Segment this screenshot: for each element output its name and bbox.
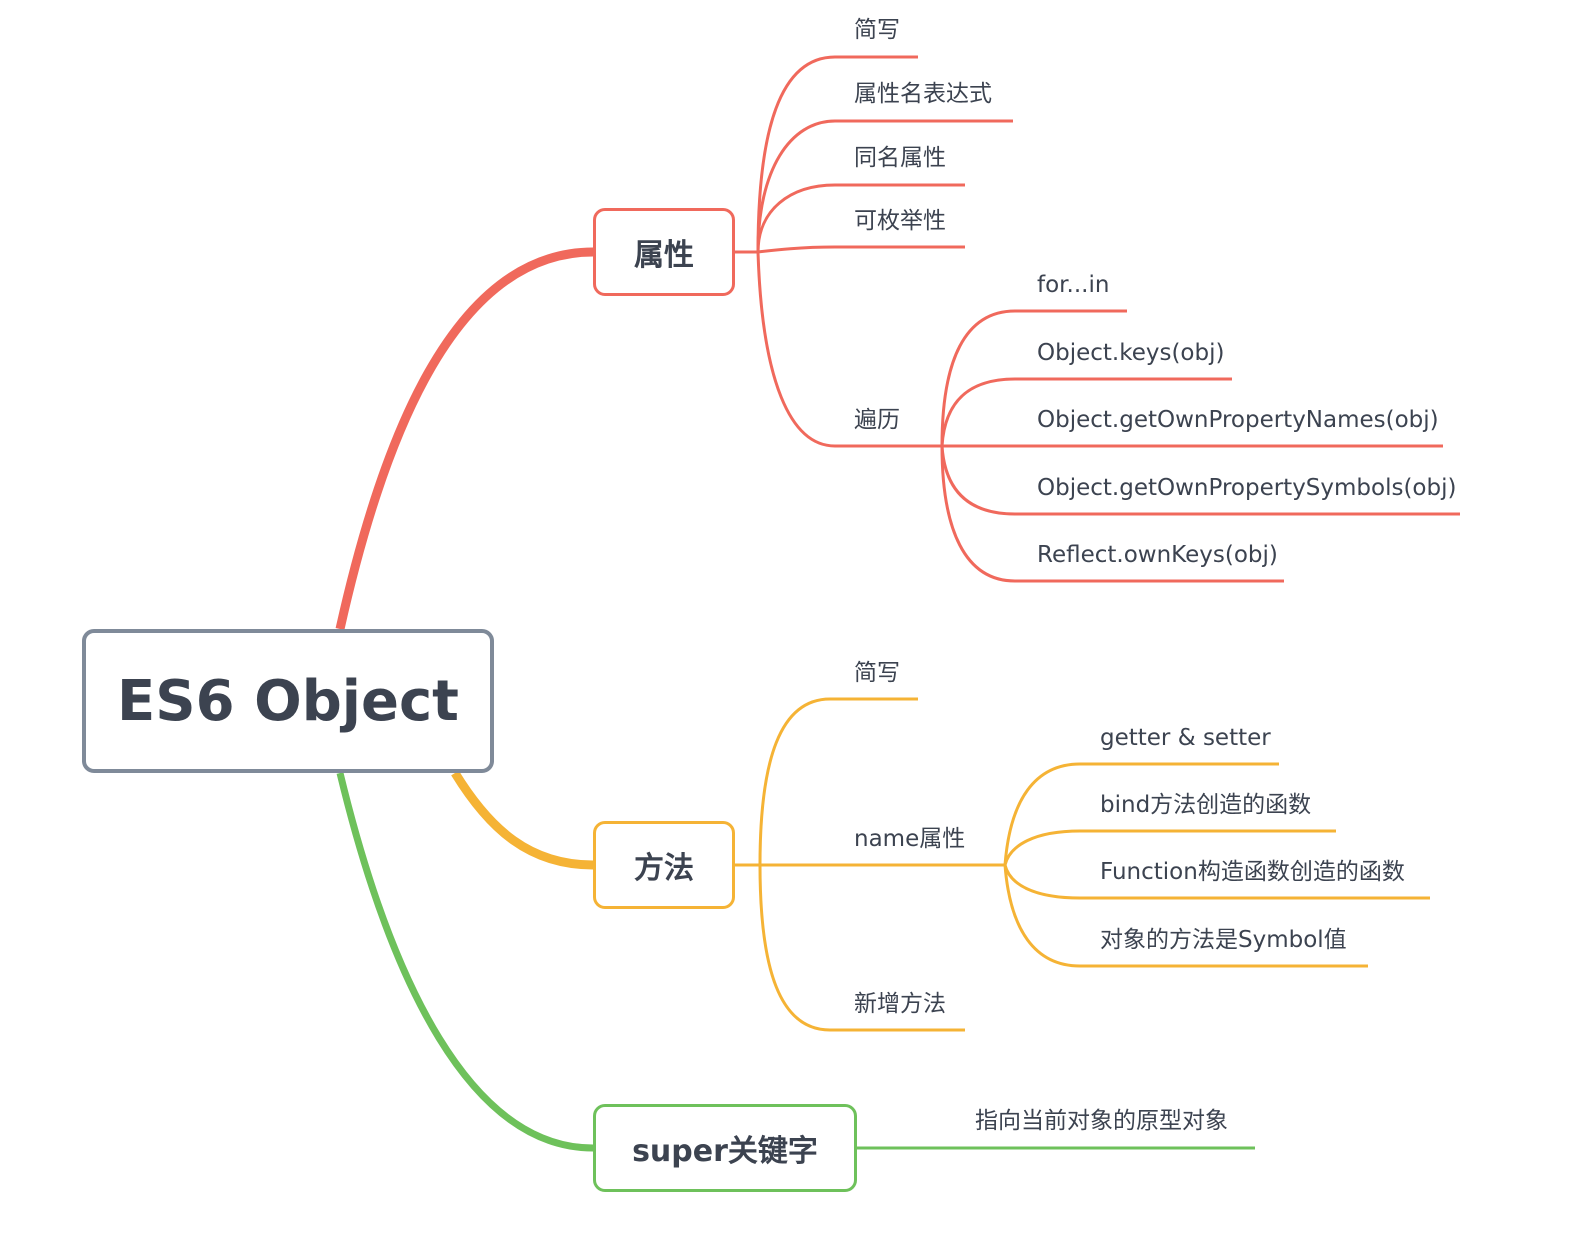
topic-prop-shorthand[interactable]: 简写 (854, 17, 900, 43)
topic-prop-same-name[interactable]: 同名属性 (854, 145, 946, 171)
connector-root-methods (451, 770, 594, 870)
branch-super-keyword[interactable]: super关键字 (593, 1104, 857, 1192)
topic-name-symbol-method[interactable]: 对象的方法是Symbol值 (1100, 927, 1347, 953)
connector-prop-enumerable (757, 245, 965, 254)
topic-prop-traversal[interactable]: 遍历 (854, 407, 900, 433)
branch-methods[interactable]: 方法 (593, 821, 735, 909)
topic-name-function-ctor[interactable]: Function构造函数创造的函数 (1100, 859, 1405, 885)
connector-trav-forin (940, 309, 1127, 447)
topic-trav-names[interactable]: Object.getOwnPropertyNames(obj) (1037, 407, 1439, 433)
connector-root-properties (335, 247, 594, 630)
connector-name-symbol (1003, 864, 1368, 968)
topic-trav-forin[interactable]: for...in (1037, 272, 1110, 298)
topic-super-prototype[interactable]: 指向当前对象的原型对象 (975, 1108, 1228, 1134)
topic-method-name[interactable]: name属性 (854, 826, 966, 852)
connector-method-shorthand (735, 697, 918, 867)
connector-root-super (336, 772, 594, 1152)
connector-method-new (758, 864, 965, 1032)
connector-name-bind (1003, 829, 1336, 866)
root-topic[interactable]: ES6 Object (82, 629, 494, 773)
topic-name-getter-setter[interactable]: getter & setter (1100, 725, 1271, 751)
connector-trav-ownkeys (940, 445, 1284, 583)
topic-trav-ownkeys[interactable]: Reflect.ownKeys(obj) (1037, 542, 1278, 568)
connector-prop-same-name (756, 183, 965, 253)
topic-method-shorthand[interactable]: 简写 (854, 660, 900, 686)
branch-properties[interactable]: 属性 (593, 208, 735, 296)
connector-trav-keys (940, 377, 1232, 447)
topic-prop-computed-name[interactable]: 属性名表达式 (854, 81, 992, 107)
topic-trav-symbols[interactable]: Object.getOwnPropertySymbols(obj) (1037, 475, 1457, 501)
connector-trav-symbols (940, 445, 1460, 516)
connector-name-getter (1003, 762, 1279, 866)
connector-prop-computed-name (756, 119, 1013, 253)
topic-prop-enumerable[interactable]: 可枚举性 (854, 208, 946, 234)
connector-name-function (1003, 864, 1430, 900)
topic-name-bind[interactable]: bind方法创造的函数 (1100, 792, 1312, 818)
topic-method-new[interactable]: 新增方法 (854, 991, 946, 1017)
topic-trav-keys[interactable]: Object.keys(obj) (1037, 340, 1225, 366)
connector-prop-traversal (756, 251, 942, 448)
